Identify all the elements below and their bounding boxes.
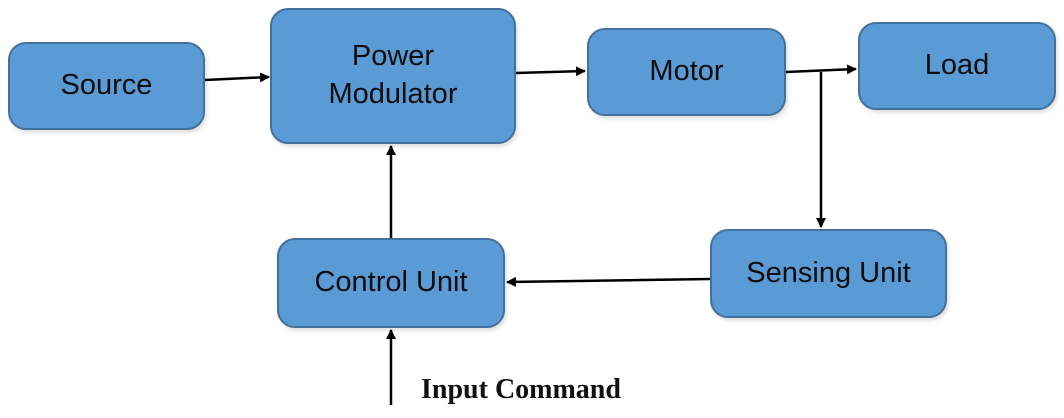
load-block: Load: [858, 22, 1056, 110]
power-modulator-label-line2: Modulator: [328, 78, 458, 110]
motor-label: Motor: [649, 55, 724, 88]
input-command-label: Input Command: [421, 374, 621, 405]
control-unit-block: Control Unit: [277, 238, 505, 328]
sensing-unit-label: Sensing Unit: [746, 256, 911, 289]
sensing-unit-block: Sensing Unit: [710, 229, 947, 318]
arrow-sensing-to-control-unit: [506, 276, 711, 287]
source-label: Source: [60, 69, 153, 102]
load-label: Load: [924, 49, 990, 82]
power-modulator-block: Power Modulator: [270, 8, 516, 144]
arrow-power-modulator-to-motor: [515, 66, 586, 77]
arrow-motor-to-load: [785, 64, 857, 75]
power-modulator-label: Power Modulator: [329, 38, 458, 113]
arrow-source-to-power-modulator: [204, 72, 270, 83]
source-block: Source: [8, 42, 205, 130]
motor-block: Motor: [587, 28, 786, 116]
power-modulator-label-line1: Power: [351, 40, 435, 73]
control-unit-label: Control Unit: [314, 266, 468, 299]
